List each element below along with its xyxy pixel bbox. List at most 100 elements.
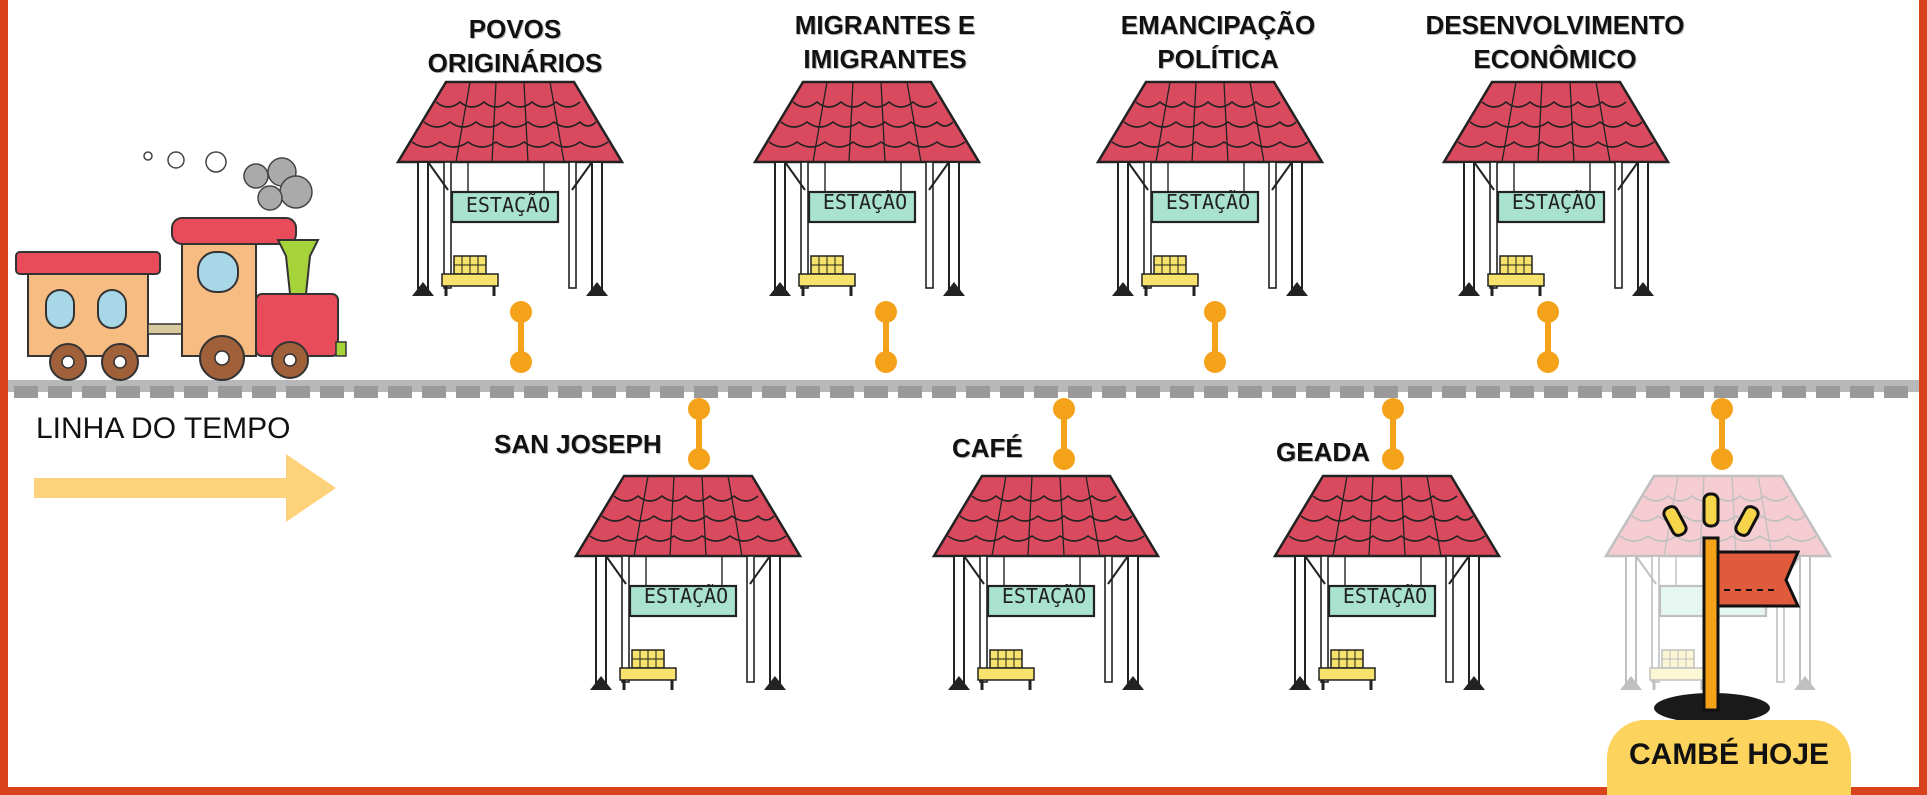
connector-dot bbox=[1204, 351, 1226, 373]
rail-sleeper bbox=[966, 386, 990, 398]
rail-sleeper bbox=[286, 386, 310, 398]
rail-sleeper bbox=[660, 386, 684, 398]
station-top-3-label: EMANCIPAÇÃO POLÍTICA bbox=[1120, 10, 1316, 74]
rail-sleeper bbox=[1782, 386, 1806, 398]
connector-dot bbox=[1053, 398, 1075, 420]
rail-sleeper bbox=[252, 386, 276, 398]
rail-sleeper bbox=[796, 386, 820, 398]
rail-sleeper bbox=[694, 386, 718, 398]
rail-sleeper bbox=[1068, 386, 1092, 398]
connector-dot bbox=[1382, 398, 1404, 420]
flag-icon bbox=[1654, 492, 1801, 723]
frame-bottom-border bbox=[0, 787, 1927, 795]
rail-sleeper bbox=[1680, 386, 1704, 398]
rail-sleeper bbox=[490, 386, 514, 398]
train-illustration bbox=[15, 151, 347, 381]
station-top-1: ESTAÇÃO bbox=[396, 80, 624, 373]
rail-sleepers bbox=[14, 386, 1908, 398]
rail-sleeper bbox=[320, 386, 344, 398]
station-sign-text: ESTAÇÃO bbox=[466, 193, 550, 217]
station-top-3: ESTAÇÃO bbox=[1096, 80, 1324, 373]
rail-sleeper bbox=[82, 386, 106, 398]
rail-sleeper bbox=[116, 386, 140, 398]
timeline-label: LINHA DO TEMPO bbox=[36, 412, 291, 445]
station-sign-text: ESTAÇÃO bbox=[823, 190, 907, 214]
rail-sleeper bbox=[1884, 386, 1908, 398]
direction-arrow bbox=[34, 454, 336, 522]
rail-sleeper bbox=[762, 386, 786, 398]
connector-dot bbox=[1711, 398, 1733, 420]
rail-sleeper bbox=[1340, 386, 1364, 398]
rail-sleeper bbox=[932, 386, 956, 398]
connector-dot bbox=[688, 398, 710, 420]
rail-sleeper bbox=[1306, 386, 1330, 398]
rail-sleeper bbox=[1408, 386, 1432, 398]
rail-sleeper bbox=[1748, 386, 1772, 398]
frame-right-border bbox=[1919, 0, 1927, 795]
rail-sleeper bbox=[14, 386, 38, 398]
rail-sleeper bbox=[830, 386, 854, 398]
rail-sleeper bbox=[524, 386, 548, 398]
connector-dot bbox=[875, 301, 897, 323]
rail-sleeper bbox=[1170, 386, 1194, 398]
rail-track bbox=[8, 380, 1919, 392]
rail-sleeper bbox=[1816, 386, 1840, 398]
connector-dot bbox=[1382, 448, 1404, 470]
station-top-2: ESTAÇÃO bbox=[753, 80, 981, 373]
rail-sleeper bbox=[1476, 386, 1500, 398]
rail-sleeper bbox=[1238, 386, 1262, 398]
station-top-4: ESTAÇÃO bbox=[1442, 80, 1670, 373]
rail-sleeper bbox=[1850, 386, 1874, 398]
connector-dot bbox=[510, 351, 532, 373]
connector-dot bbox=[1711, 448, 1733, 470]
connector-dot bbox=[875, 351, 897, 373]
connector-dot bbox=[510, 301, 532, 323]
rail-sleeper bbox=[218, 386, 242, 398]
rail-sleeper bbox=[1646, 386, 1670, 398]
station-bottom-3-label: GEADA bbox=[1276, 437, 1370, 467]
rail-sleeper bbox=[422, 386, 446, 398]
station-bottom-1: ESTAÇÃO bbox=[574, 398, 802, 692]
station-bottom-2: ESTAÇÃO bbox=[932, 398, 1160, 692]
rail-sleeper bbox=[558, 386, 582, 398]
station-top-4-label: DESENVOLVIMENTO ECONÔMICO bbox=[1425, 10, 1685, 74]
rail-sleeper bbox=[184, 386, 208, 398]
rail-sleeper bbox=[388, 386, 412, 398]
station-sign-text: ESTAÇÃO bbox=[1166, 190, 1250, 214]
rail-sleeper bbox=[1204, 386, 1228, 398]
frame-left-border bbox=[0, 0, 8, 795]
rail-sleeper bbox=[1272, 386, 1296, 398]
station-sign-text: ESTAÇÃO bbox=[1002, 584, 1086, 608]
rail-sleeper bbox=[1578, 386, 1602, 398]
station-bottom-1-label: SAN JOSEPH bbox=[494, 429, 662, 459]
connector-dot bbox=[1537, 301, 1559, 323]
rail-sleeper bbox=[1544, 386, 1568, 398]
final-badge-label: CAMBÉ HOJE bbox=[1628, 738, 1830, 771]
rail-sleeper bbox=[1510, 386, 1534, 398]
rail-sleeper bbox=[354, 386, 378, 398]
station-sign-text: ESTAÇÃO bbox=[644, 584, 728, 608]
rail-sleeper bbox=[592, 386, 616, 398]
final-badge bbox=[1607, 720, 1851, 795]
rail-sleeper bbox=[864, 386, 888, 398]
rail-sleeper bbox=[1714, 386, 1738, 398]
station-top-2-label: MIGRANTES E IMIGRANTES bbox=[794, 10, 976, 74]
connector-dot bbox=[1053, 448, 1075, 470]
rail-sleeper bbox=[1034, 386, 1058, 398]
rail-sleeper bbox=[898, 386, 922, 398]
station-sign-text: ESTAÇÃO bbox=[1343, 584, 1427, 608]
station-bottom-3: ESTAÇÃO bbox=[1273, 398, 1501, 692]
rail-sleeper bbox=[1612, 386, 1636, 398]
connector-dot bbox=[1537, 351, 1559, 373]
rail-sleeper bbox=[728, 386, 752, 398]
rail-sleeper bbox=[456, 386, 480, 398]
station-top-1-label: POVOS ORIGINÁRIOS bbox=[427, 14, 603, 78]
rail-sleeper bbox=[48, 386, 72, 398]
connector-dot bbox=[688, 448, 710, 470]
station-bottom-2-label: CAFÉ bbox=[952, 433, 1023, 463]
connector-dot bbox=[1204, 301, 1226, 323]
rail-sleeper bbox=[1442, 386, 1466, 398]
station-sign-text: ESTAÇÃO bbox=[1512, 190, 1596, 214]
